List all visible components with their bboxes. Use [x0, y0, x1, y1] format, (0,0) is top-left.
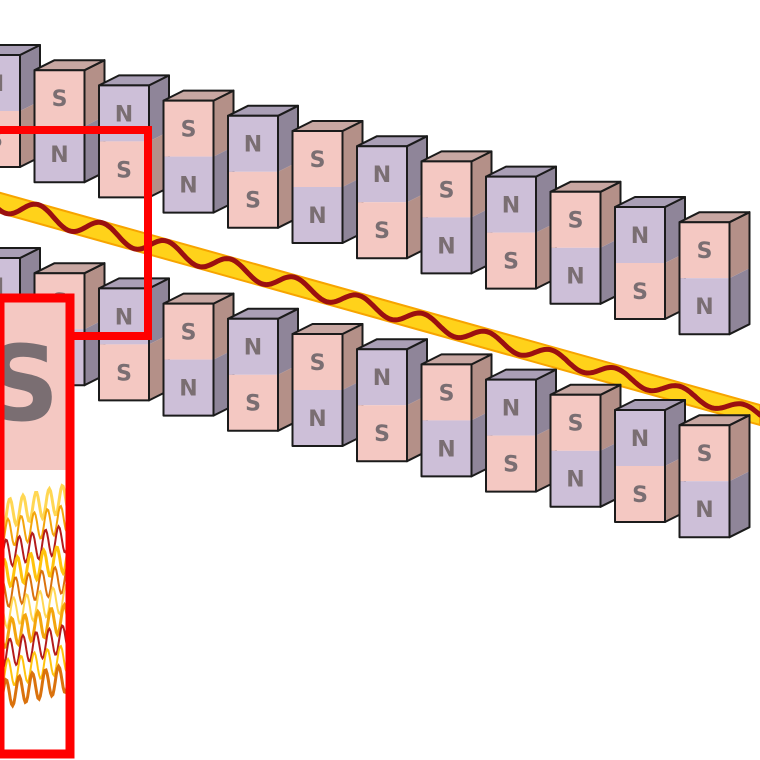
pole-label-top: S: [568, 412, 584, 437]
zoom-wave: [0, 624, 66, 670]
pole-label-top: S: [439, 178, 455, 203]
pole-label-top: S: [697, 239, 713, 264]
pole-label-bottom: S: [374, 422, 390, 447]
lower-magnet: SN: [678, 414, 751, 539]
lower-magnet: SN: [162, 292, 235, 417]
oscillation-path: [0, 201, 760, 418]
pole-label-bottom: N: [437, 234, 455, 259]
zoom-wave: [0, 644, 66, 691]
lower-magnet: NS: [227, 307, 299, 432]
selection-frame: [0, 126, 152, 340]
zoom-wave: [0, 565, 66, 609]
lower-magnet: NS: [614, 399, 686, 523]
zoom-pole-label: S: [0, 323, 59, 445]
pole-label-top: N: [502, 194, 520, 219]
electron-beam: [0, 191, 760, 427]
upper-magnet: SN: [33, 59, 106, 184]
zoom-wave: [0, 663, 66, 709]
pole-label-top: S: [568, 209, 584, 234]
beam-band: [0, 191, 760, 427]
lower-magnet: NS: [485, 368, 557, 493]
lower-magnet: NS: [356, 338, 428, 463]
zoom-wave: [0, 483, 66, 531]
upper-magnet: NS: [98, 74, 170, 199]
upper-magnet: SN: [549, 180, 622, 305]
upper-magnet: NS: [227, 104, 299, 229]
pole-label-top: N: [115, 102, 133, 127]
zoom-wave: [0, 504, 66, 551]
pole-label-bottom: S: [632, 483, 648, 508]
pole-label-top: S: [181, 118, 197, 143]
pole-label-bottom: S: [503, 250, 519, 275]
zoom-magnet-face: [0, 300, 66, 470]
upper-magnet: SN: [291, 120, 364, 244]
pole-label-bottom: S: [503, 453, 519, 478]
pole-label-top: N: [244, 336, 262, 361]
zoom-wave: [0, 524, 66, 569]
pole-label-top: S: [52, 87, 68, 112]
pole-label-top: N: [502, 397, 520, 422]
pole-label-bottom: N: [308, 204, 326, 229]
pole-label-top: S: [310, 148, 326, 173]
zoom-wave: [0, 545, 66, 589]
upper-magnet: SN: [420, 150, 493, 275]
pole-label-bottom: N: [695, 498, 713, 523]
upper-magnet: NS: [356, 135, 428, 260]
pole-label-bottom: S: [116, 158, 132, 183]
pole-label-bottom: N: [308, 407, 326, 432]
upper-magnet: SN: [162, 89, 235, 214]
pole-label-bottom: S: [632, 280, 648, 305]
zoom-inset: S: [0, 293, 75, 759]
pole-label-bottom: N: [695, 295, 713, 320]
pole-label-top: N: [631, 427, 649, 452]
pole-label-bottom: S: [0, 128, 3, 153]
pole-label-top: N: [0, 275, 4, 300]
pole-label-top: S: [181, 321, 197, 346]
pole-label-bottom: S: [116, 361, 132, 386]
pole-label-bottom: S: [374, 219, 390, 244]
lower-magnet: SN: [420, 353, 493, 478]
pole-label-top: N: [115, 305, 133, 330]
lower-magnet: SN: [291, 323, 364, 447]
upper-magnet: NS: [614, 196, 686, 320]
pole-label-bottom: N: [50, 143, 68, 168]
pole-label-bottom: N: [179, 174, 197, 199]
pole-label-bottom: S: [245, 189, 261, 214]
pole-label-top: S: [697, 442, 713, 467]
pole-label-top: N: [373, 163, 391, 188]
zoom-wave: [0, 601, 66, 650]
pole-label-bottom: N: [179, 377, 197, 402]
pole-label-top: N: [244, 133, 262, 158]
upper-magnet: NS: [485, 165, 557, 290]
pole-label-top: S: [439, 381, 455, 406]
pole-label-bottom: N: [437, 437, 455, 462]
pole-label-top: N: [631, 224, 649, 249]
pole-label-top: N: [0, 72, 4, 97]
pole-label-bottom: S: [245, 392, 261, 417]
lower-magnet: SN: [549, 383, 622, 508]
upper-magnet: SN: [678, 211, 751, 336]
pole-label-bottom: N: [566, 265, 584, 290]
zoom-radiation-waves: [0, 483, 66, 709]
pole-label-bottom: N: [566, 468, 584, 493]
pole-label-top: N: [373, 366, 391, 391]
pole-label-top: S: [310, 351, 326, 376]
